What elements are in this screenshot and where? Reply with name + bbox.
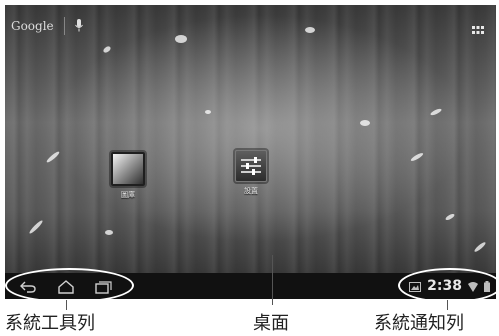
- desktop-leader: [272, 255, 273, 305]
- settings-app-icon[interactable]: [235, 150, 267, 182]
- wallpaper-streak: [429, 107, 443, 117]
- notification-bar-callout: [398, 268, 499, 303]
- settings-app-label: 設置: [244, 187, 258, 195]
- notification-bar-caption: 系統通知列: [374, 313, 464, 334]
- system-toolbar-caption: 系統工具列: [5, 313, 95, 334]
- wallpaper-streak: [45, 150, 61, 164]
- android-home-screen: Google 圖庫: [5, 5, 496, 299]
- wallpaper-streak: [105, 230, 113, 235]
- gallery-app-label: 圖庫: [121, 191, 135, 199]
- wallpaper-streak: [175, 35, 187, 43]
- wallpaper-streak: [205, 110, 211, 114]
- wallpaper-streak: [409, 151, 425, 163]
- wallpaper-streak: [444, 212, 456, 222]
- wallpaper-streak: [28, 219, 44, 235]
- wallpaper-streak: [473, 240, 487, 254]
- google-search-bar[interactable]: Google: [11, 15, 83, 37]
- google-search-label[interactable]: Google: [11, 19, 54, 33]
- system-toolbar-leader: [66, 300, 67, 310]
- mic-icon[interactable]: [74, 19, 83, 33]
- apps-grid-icon[interactable]: [472, 19, 484, 38]
- wallpaper-streak: [102, 45, 112, 54]
- gallery-app-icon[interactable]: [111, 152, 145, 186]
- settings-app-shortcut[interactable]: 設置: [221, 150, 281, 196]
- notification-bar-leader: [447, 300, 448, 310]
- gallery-app-shortcut[interactable]: 圖庫: [98, 152, 158, 200]
- wallpaper-streak: [360, 120, 370, 126]
- search-divider: [63, 17, 65, 35]
- system-toolbar-callout: [5, 268, 134, 303]
- wallpaper-streak: [305, 27, 315, 33]
- desktop-caption: 桌面: [253, 313, 289, 334]
